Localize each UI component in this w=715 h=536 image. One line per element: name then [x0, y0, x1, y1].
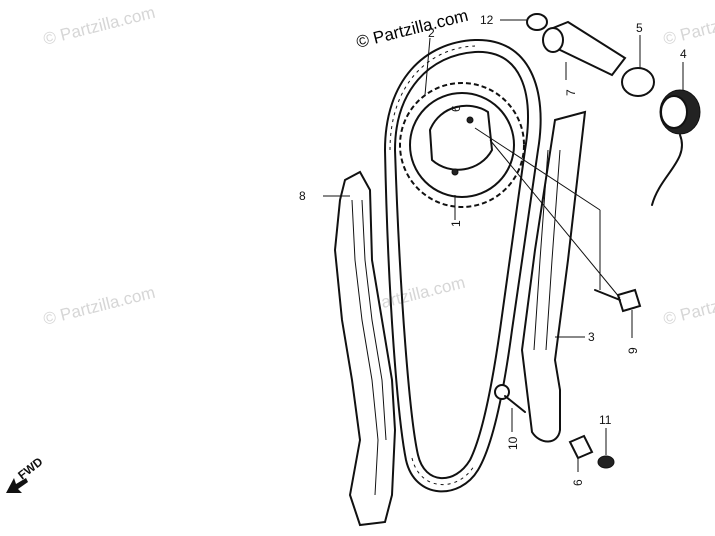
part-number-6-upper: 6 [449, 105, 463, 112]
watermark-top-left: © Partzilla.com [41, 3, 157, 49]
part-number-4: 4 [680, 47, 687, 61]
forward-label: FWD [15, 454, 45, 482]
part-number-9: 9 [626, 347, 640, 354]
cam-chain [384, 38, 542, 493]
part-number-12: 12 [480, 13, 494, 27]
cam-sprocket [399, 82, 525, 208]
part-number-3: 3 [588, 330, 595, 344]
watermark-mid-left: © Partzilla.com [41, 283, 157, 329]
part-number-10: 10 [506, 436, 520, 450]
part-number-11: 11 [599, 413, 612, 427]
chain-guide [520, 110, 587, 443]
tensioner-spring [651, 89, 701, 206]
guide-bolt [494, 384, 526, 413]
part-number-6-lower: 6 [571, 479, 585, 486]
leader-lines [323, 19, 684, 472]
sprocket-bolt [594, 288, 642, 313]
guide-dowel [568, 434, 594, 460]
tensioner-collar [621, 67, 655, 97]
sealing-washer [597, 455, 615, 469]
forward-direction-indicator: FWD [6, 454, 46, 493]
part-number-8: 8 [299, 189, 306, 203]
watermark-mid-right: © Partzilla.com [661, 283, 715, 329]
copyright-text: © Partzilla.com [354, 6, 470, 52]
part-number-2: 2 [428, 26, 435, 40]
chain-tensioner [333, 170, 397, 527]
part-number-7: 7 [564, 89, 578, 96]
part-number-5: 5 [636, 21, 643, 35]
watermark-top-right: © Partzilla.com [661, 3, 715, 49]
tensioner-shaft [526, 13, 627, 77]
part-number-1: 1 [449, 220, 463, 227]
forward-arrow-icon [6, 478, 28, 493]
